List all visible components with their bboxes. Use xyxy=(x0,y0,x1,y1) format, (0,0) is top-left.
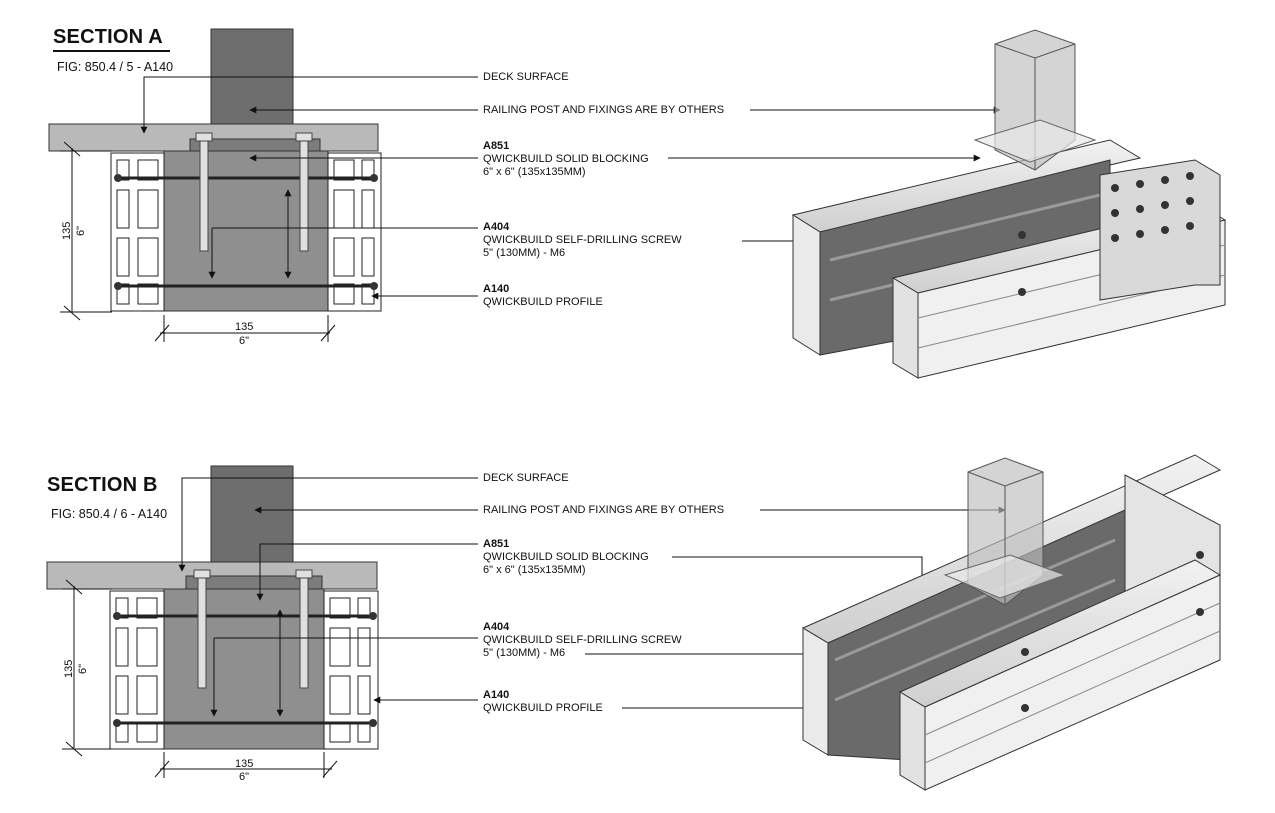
section-a-horizontal-screws xyxy=(116,176,376,288)
section-a-cross-section: 135 6" 135 6" xyxy=(48,28,478,347)
section-b-dim-horizontal-mm: 135 xyxy=(235,758,253,770)
section-a-dim-vertical-in: 6" xyxy=(75,226,87,236)
section-a-dim-horizontal-mm: 135 xyxy=(235,321,253,333)
section-a-blocking-size: 6" x 6" (135x135MM) xyxy=(483,166,586,178)
section-b-fig-ref: FIG: 850.4 / 6 - A140 xyxy=(51,507,168,521)
section-b-deck-label: DECK SURFACE xyxy=(483,472,569,484)
section-b-blocking-label: A851 QWICKBUILD SOLID BLOCKING 6" x 6" (… xyxy=(483,538,649,577)
section-b-blocking-name: QWICKBUILD SOLID BLOCKING xyxy=(483,551,649,563)
section-a-blocking-code: A851 xyxy=(483,140,510,152)
section-b-screw-name: QWICKBUILD SELF-DRILLING SCREW xyxy=(483,634,682,646)
section-a-blocking-label: A851 QWICKBUILD SOLID BLOCKING 6" x 6" (… xyxy=(483,140,649,179)
section-a-title: SECTION A xyxy=(53,26,163,48)
section-b-profile-name: QWICKBUILD PROFILE xyxy=(483,702,603,714)
section-a-screw-size: 5" (130MM) - M6 xyxy=(483,247,566,259)
section-b-screw-size: 5" (130MM) - M6 xyxy=(483,647,566,659)
section-a-profile-name: QWICKBUILD PROFILE xyxy=(483,296,603,308)
section-b-title: SECTION B xyxy=(47,474,158,496)
section-a-blocking-name: QWICKBUILD SOLID BLOCKING xyxy=(483,153,649,165)
section-b-dim-vertical-mm: 135 xyxy=(63,660,75,678)
section-b-blocking-code: A851 xyxy=(483,538,510,550)
section-a-screw-code: A404 xyxy=(483,221,510,233)
section-a-underline xyxy=(53,50,170,52)
section-a-profile-label: A140 QWICKBUILD PROFILE xyxy=(483,283,603,309)
section-b-horizontal-screws xyxy=(115,614,375,725)
section-a-post xyxy=(210,28,294,140)
section-b-isometric-view xyxy=(585,454,1222,791)
section-b-blocking-size: 6" x 6" (135x135MM) xyxy=(483,564,586,576)
section-b-screw-code: A404 xyxy=(483,621,510,633)
section-b-profile-label: A140 QWICKBUILD PROFILE xyxy=(483,689,603,715)
section-a-post-label: RAILING POST AND FIXINGS ARE BY OTHERS xyxy=(483,104,725,116)
section-a-deck-label: DECK SURFACE xyxy=(483,71,569,83)
section-b-dim-horizontal-in: 6" xyxy=(239,771,249,783)
section-a-fig-ref: FIG: 850.4 / 5 - A140 xyxy=(57,60,174,74)
section-a-isometric-view xyxy=(668,29,1227,379)
section-a-lag-screws xyxy=(195,132,313,252)
section-b-profile-code: A140 xyxy=(483,689,510,701)
section-b-screw-label: A404 QWICKBUILD SELF-DRILLING SCREW 5" (… xyxy=(483,621,682,660)
section-b-cross-section: 135 6" 135 6" xyxy=(46,465,478,783)
section-a-screw-label: A404 QWICKBUILD SELF-DRILLING SCREW 5" (… xyxy=(483,221,682,260)
section-b-dim-vertical-in: 6" xyxy=(77,664,89,674)
section-a-dim-vertical-mm: 135 xyxy=(61,222,73,240)
section-b-post-label: RAILING POST AND FIXINGS ARE BY OTHERS xyxy=(483,504,725,516)
section-a-dim-horizontal-in: 6" xyxy=(239,335,249,347)
section-b-lag-screws xyxy=(193,569,313,689)
section-b-post xyxy=(210,465,294,577)
section-a-profile-code: A140 xyxy=(483,283,510,295)
section-a-screw-name: QWICKBUILD SELF-DRILLING SCREW xyxy=(483,234,682,246)
